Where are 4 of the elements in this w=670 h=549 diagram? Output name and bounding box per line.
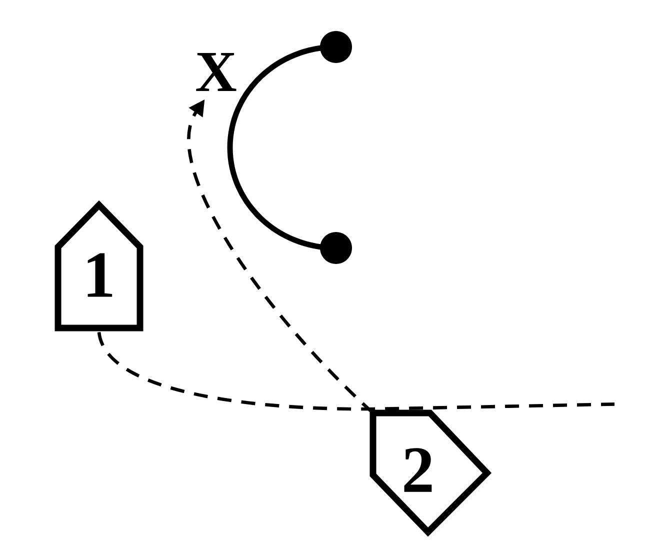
pentagon-box: 2: [370, 410, 492, 537]
dashed-line: [97, 332, 615, 411]
pentagon-box: 1: [54, 200, 144, 332]
letter-label: X: [196, 53, 236, 91]
